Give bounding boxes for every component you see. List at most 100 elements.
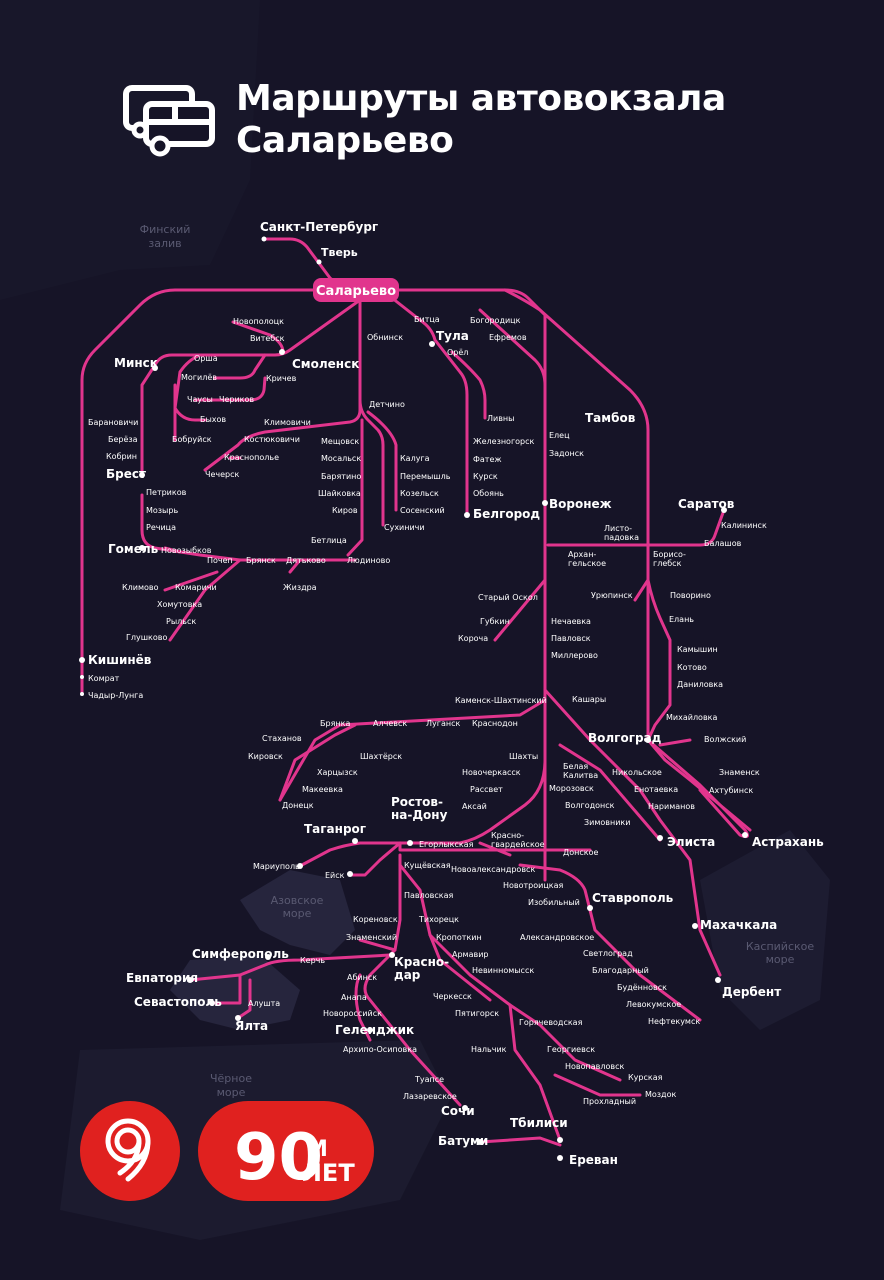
station-label-kirovsk: Кировск (248, 752, 283, 761)
station-label-mariupol: Мариуполь (253, 862, 300, 871)
station-label-baranovichi: Барановичи (88, 418, 138, 427)
station-label-klimovo: Климово (122, 583, 159, 592)
hub-salaryevo[interactable]: Саларьево (313, 278, 399, 302)
station-label-alushta: Алушта (248, 999, 280, 1008)
station-label-akhtubinsk: Ахтубинск (709, 786, 753, 795)
station-dots (79, 236, 748, 1161)
station-label-stavropol: Ставрополь (592, 891, 674, 905)
station-label-obninsk: Обнинск (367, 333, 403, 342)
station-label-krasnogvardeyskoe: Красно-гвардейское (491, 831, 545, 849)
station-label-belgorod: Белгород (473, 507, 540, 521)
station-label-donskoe: Донское (563, 848, 599, 857)
station-label-listopadovka: Листо-падовка (604, 524, 639, 542)
station-label-chadyr: Чадыр-Лунга (88, 691, 143, 700)
station-label-efremov: Ефремов (489, 333, 527, 342)
station-label-chechersk: Чечерск (205, 470, 240, 479)
station-label-zhizdra: Жиздра (283, 583, 317, 592)
station-label-lyudinovo: Людиново (347, 556, 390, 565)
station-label-kashary: Кашары (572, 695, 606, 704)
svg-text:море: море (283, 907, 312, 920)
station-label-zimovniki: Зимовники (584, 818, 630, 827)
station-label-tambov: Тамбов (585, 411, 636, 425)
anniversary-badge: 90 М ЛЕТ (198, 1101, 374, 1201)
station-label-bitsa: Битца (414, 315, 440, 324)
station-label-sochi: Сочи (441, 1104, 475, 1118)
station-label-sevastopol: Севастополь (134, 995, 222, 1009)
svg-text:море: море (217, 1086, 246, 1099)
station-label-abinsk: Абинск (347, 973, 377, 982)
station-label-kropotkin: Кропоткин (436, 933, 482, 942)
station-label-khartsyzsk: Харцызск (317, 768, 358, 777)
station-label-kirov: Киров (332, 506, 358, 515)
route-lines (80, 237, 752, 1147)
station-label-erevan: Ереван (569, 1153, 618, 1167)
station-label-taganrog: Таганрог (304, 822, 366, 836)
station-label-krasnopolye: Краснополье (224, 453, 279, 462)
station-label-neftekumsk: Нефтекумск (648, 1017, 700, 1026)
svg-text:90: 90 (234, 1121, 323, 1195)
station-label-smolensk: Смоленск (292, 357, 359, 371)
station-label-svetlograd: Светлоград (583, 949, 633, 958)
station-label-nalchik: Нальчик (471, 1045, 507, 1054)
station-label-elista: Элиста (667, 835, 715, 849)
station-label-prokhladny: Прохладный (583, 1097, 636, 1106)
station-label-rassvet: Рассвет (470, 785, 503, 794)
station-label-zheleznogorsk: Железногорск (473, 437, 535, 446)
station-label-aksay: Аксай (462, 802, 487, 811)
station-label-mosalsk: Мосальск (321, 454, 361, 463)
station-label-khomutovka: Хомутовка (157, 600, 202, 609)
station-label-goryachevodskaya: Горячеводская (519, 1018, 583, 1027)
station-label-fatezh: Фатеж (473, 455, 502, 464)
title-line-1: Маршруты автовокзала (236, 78, 726, 119)
station-label-batumi: Батуми (438, 1134, 488, 1148)
station-label-oboyan: Обоянь (473, 489, 504, 498)
svg-text:море: море (766, 953, 795, 966)
title-line-2: Саларьево (236, 120, 454, 161)
station-label-bogoroditsk: Богородицк (470, 316, 521, 325)
svg-text:ЛЕТ: ЛЕТ (302, 1159, 355, 1187)
station-label-narimanov: Нариманов (648, 802, 695, 811)
station-label-arkhangelskoe: Архан-гельское (568, 550, 606, 568)
station-label-chausy: Чаусы (187, 395, 213, 404)
station-label-korenovsk: Кореновск (353, 915, 398, 924)
water-label-azov: Азовское (271, 894, 324, 907)
station-label-betlitsa: Бетлица (311, 536, 347, 545)
station-label-kerch: Керчь (300, 956, 325, 965)
station-label-georgievsk: Георгиевск (547, 1045, 595, 1054)
station-label-krichev: Кричев (266, 374, 297, 383)
station-label-nikolskoe: Никольское (612, 768, 662, 777)
station-label-eysk: Ейск (325, 871, 345, 880)
station-label-pavlovsk: Павловск (551, 634, 591, 643)
station-label-spb: Санкт-Петербург (260, 220, 378, 234)
station-label-cherkessk: Черкесск (433, 992, 472, 1001)
station-label-novozybkov: Новозыбков (161, 546, 212, 555)
station-label-novotroitskaya: Новотроицкая (503, 881, 564, 890)
station-label-stary-oskol: Старый Оскол (478, 593, 538, 602)
station-label-shakhty: Шахты (509, 752, 538, 761)
station-label-lugansk: Луганск (426, 719, 460, 728)
station-label-minsk: Минск (114, 356, 158, 370)
station-label-arkhipo: Архипо-Осиповка (343, 1045, 417, 1054)
station-label-kostyukovichi: Костюковичи (244, 435, 300, 444)
station-label-bobruysk: Бобруйск (172, 435, 212, 444)
station-label-volzhsky: Волжский (704, 735, 746, 744)
station-label-makhachkala: Махачкала (700, 918, 777, 932)
station-label-novocherkassk: Новочеркасск (462, 768, 521, 777)
metro-logo-badge (80, 1101, 180, 1201)
station-label-znamensk: Знаменск (719, 768, 760, 777)
station-label-komarichi: Комаричи (175, 583, 217, 592)
station-label-shaykovka: Шайковка (318, 489, 361, 498)
station-label-alchevsk: Алчевск (373, 719, 407, 728)
station-label-makeevka: Макеевка (302, 785, 343, 794)
station-label-mozyr: Мозырь (146, 506, 178, 515)
station-label-volgograd: Волгоград (588, 731, 662, 745)
station-label-krasnodar: Красно-дар (394, 955, 449, 982)
station-label-korocha: Короча (458, 634, 488, 643)
station-label-baryatino: Барятино (321, 472, 361, 481)
station-label-simferopol: Симферополь (192, 947, 289, 961)
station-label-znamensky: Знаменский (346, 933, 397, 942)
station-label-mozdok: Моздок (645, 1090, 676, 1099)
station-label-vitebsk: Витебск (250, 334, 285, 343)
station-label-yelets: Елец (549, 431, 570, 440)
